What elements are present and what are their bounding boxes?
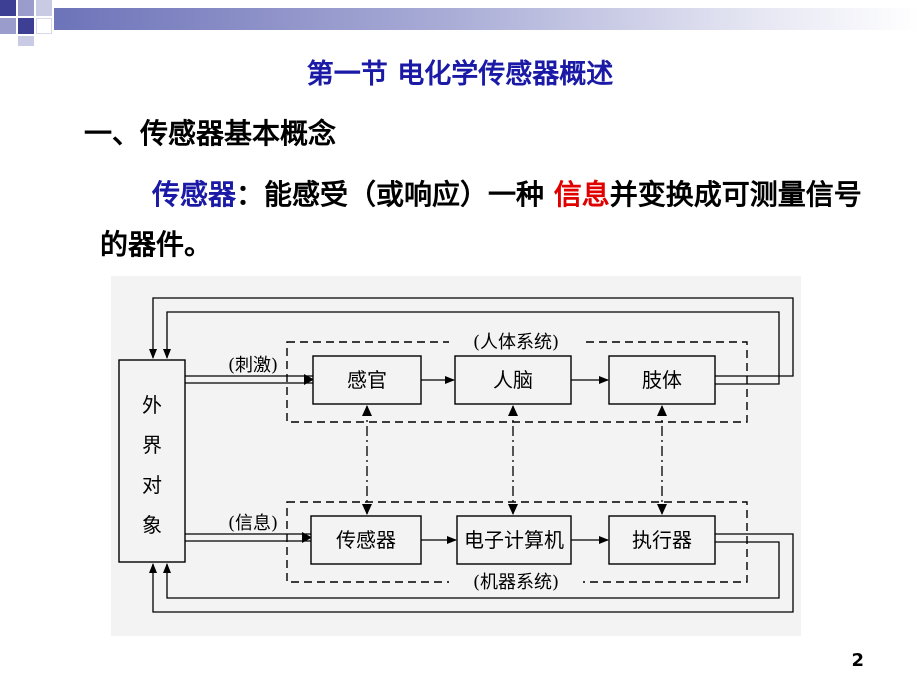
correspondence-links [366, 406, 663, 514]
stimulus-arrowhead [304, 374, 314, 385]
slide-title: 第一节 电化学传感器概述 [306, 59, 614, 90]
external-object-char-3: 对 [142, 473, 162, 497]
brain-label: 人脑 [493, 368, 533, 392]
definition-paragraph: 传感器：能感受（或响应）一种 信息并变换成可测量信号的器件。 [100, 170, 880, 270]
diagram-canvas: (人体系统) (机器系统) 外 界 对 象 (刺激) (信息) 感官 人脑 肢体 [118, 297, 794, 613]
sensor-label: 传感器 [336, 528, 396, 552]
limb-block [608, 355, 716, 405]
machine-system-label: (机器系统) [473, 572, 559, 593]
correspondence-arrowheads [362, 405, 667, 515]
external-object-box [118, 359, 186, 563]
actuator-label: 执行器 [632, 528, 692, 552]
stimulus-label: (刺激) [228, 355, 278, 376]
human-feedback-loop-outer [149, 297, 794, 377]
info-label: (信息) [228, 513, 278, 534]
external-object-char-2: 界 [142, 433, 162, 457]
human-system-label: (人体系统) [473, 332, 559, 353]
machine-feedback-loop-inner [163, 541, 780, 599]
human-feedback-loop-inner [163, 311, 780, 385]
header-gradient-bar [60, 8, 920, 30]
definition-colon: ： [236, 178, 265, 211]
computer-label: 电子计算机 [464, 528, 564, 552]
machine-system-label-bg [449, 570, 583, 594]
section-heading: 一、传感器基本概念 [84, 117, 337, 150]
definition-highlight: 信息 [553, 178, 610, 211]
machine-feedback-loop-outer [149, 533, 794, 613]
definition-text-after: 并变换成可测量信号的器件。 [100, 178, 862, 261]
human-system-boundary [286, 341, 748, 423]
human-system-label-bg [449, 330, 583, 354]
sense-organ-block [312, 355, 422, 405]
definition-text-before: 能感受（或响应）一种 [264, 178, 554, 211]
sensor-concept-diagram: (人体系统) (机器系统) 外 界 对 象 (刺激) (信息) 感官 人脑 肢体 [111, 276, 801, 636]
corner-decoration [0, 0, 80, 48]
brain-block [454, 355, 572, 405]
page-number: 2 [851, 650, 864, 671]
info-arrowhead [302, 532, 312, 543]
sense-organ-label: 感官 [347, 368, 387, 392]
external-object-char-1: 外 [142, 393, 162, 417]
definition-term: 传感器 [152, 178, 237, 211]
actuator-block [608, 515, 716, 565]
external-object-char-4: 象 [142, 513, 162, 537]
limb-label: 肢体 [642, 368, 682, 392]
sensor-block [310, 515, 422, 565]
